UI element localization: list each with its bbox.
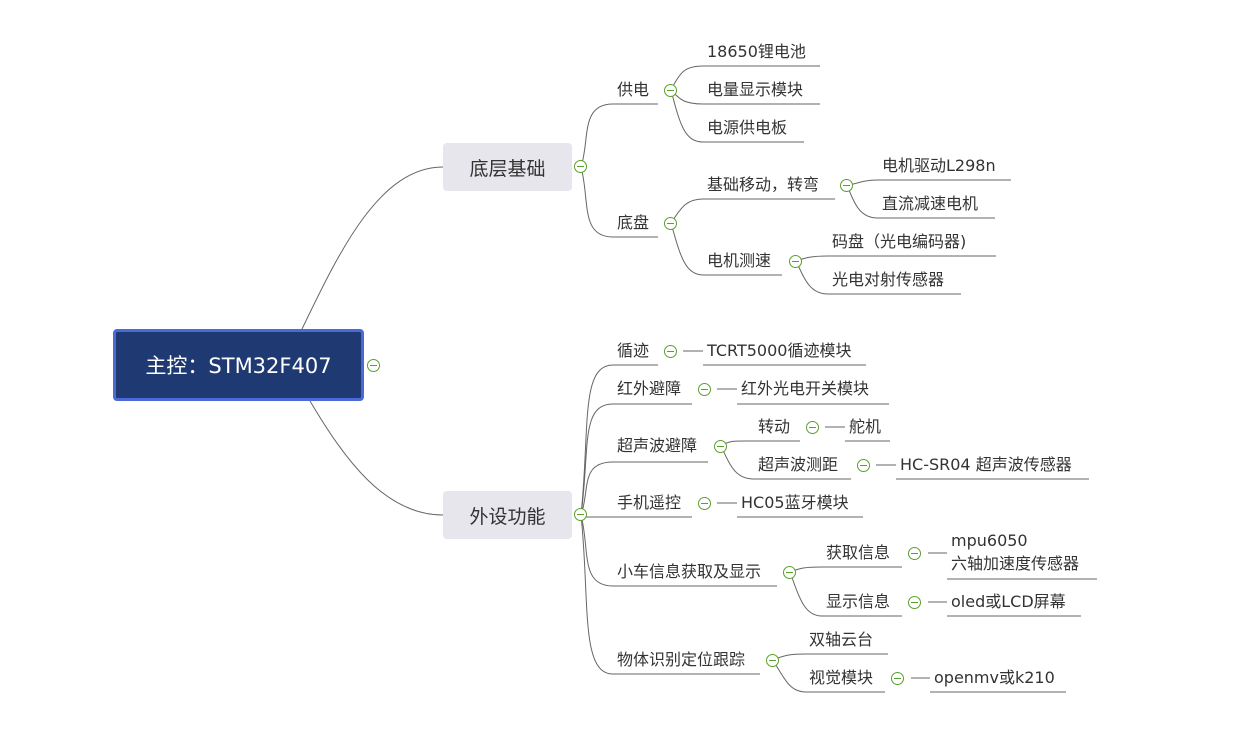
- topic-show[interactable]: 显示信息: [826, 592, 891, 611]
- topic-bluetooth[interactable]: HC05蓝牙模块: [741, 493, 849, 512]
- collapse-icon[interactable]: [840, 179, 853, 192]
- topic-photo-sensor[interactable]: 光电对射传感器: [832, 270, 945, 289]
- topic-ir-avoid[interactable]: 红外避障: [617, 379, 682, 398]
- topic-motor-driver[interactable]: 电机驱动L298n: [882, 156, 996, 175]
- topic-speed[interactable]: 电机测速: [707, 251, 772, 270]
- topic-vision[interactable]: 物体识别定位跟踪: [617, 650, 746, 669]
- topic-mpu6050[interactable]: mpu6050: [951, 531, 1028, 550]
- collapse-icon[interactable]: [367, 359, 380, 372]
- collapse-icon[interactable]: [698, 383, 711, 396]
- topic-chassis[interactable]: 底盘: [617, 213, 650, 232]
- topic-movement[interactable]: 基础移动，转弯: [707, 175, 820, 194]
- topic-power-board[interactable]: 电源供电板: [707, 118, 788, 137]
- topic-openmv[interactable]: openmv或k210: [934, 668, 1055, 687]
- topic-foundation-label: 底层基础: [469, 157, 546, 180]
- collapse-icon[interactable]: [574, 160, 587, 173]
- collapse-icon[interactable]: [908, 596, 921, 609]
- topic-foundation[interactable]: 底层基础: [443, 143, 572, 191]
- topic-peripherals-label: 外设功能: [469, 505, 546, 528]
- topic-acquire[interactable]: 获取信息: [826, 543, 891, 562]
- collapse-icon[interactable]: [891, 672, 904, 685]
- collapse-icon[interactable]: [714, 440, 727, 453]
- topic-hcsr04[interactable]: HC-SR04 超声波传感器: [900, 455, 1072, 474]
- root-topic[interactable]: 主控：STM32F407: [113, 329, 364, 401]
- root-topic-label: 主控：STM32F407: [145, 354, 332, 378]
- topic-ir-module[interactable]: 红外光电开关模块: [741, 379, 870, 398]
- topic-peripherals[interactable]: 外设功能: [443, 491, 572, 539]
- collapse-icon[interactable]: [766, 654, 779, 667]
- topic-info[interactable]: 小车信息获取及显示: [617, 562, 762, 581]
- collapse-icon[interactable]: [698, 497, 711, 510]
- topic-battery[interactable]: 18650锂电池: [707, 42, 806, 61]
- topic-gimbal[interactable]: 双轴云台: [809, 630, 874, 649]
- collapse-icon[interactable]: [857, 459, 870, 472]
- topic-imu[interactable]: 六轴加速度传感器: [951, 554, 1080, 573]
- collapse-icon[interactable]: [789, 255, 802, 268]
- collapse-icon[interactable]: [806, 421, 819, 434]
- topic-power[interactable]: 供电: [617, 80, 650, 99]
- topic-tracking-module[interactable]: TCRT5000循迹模块: [707, 341, 852, 360]
- collapse-icon[interactable]: [783, 566, 796, 579]
- topic-screen[interactable]: oled或LCD屏幕: [951, 592, 1066, 611]
- topic-vision-module[interactable]: 视觉模块: [809, 668, 874, 687]
- collapse-icon[interactable]: [664, 217, 677, 230]
- topic-rotate[interactable]: 转动: [758, 417, 791, 436]
- collapse-icon[interactable]: [574, 508, 587, 521]
- topic-dc-motor[interactable]: 直流减速电机: [882, 194, 979, 213]
- topic-servo[interactable]: 舵机: [849, 417, 882, 436]
- collapse-icon[interactable]: [664, 345, 677, 358]
- topic-remote[interactable]: 手机遥控: [617, 493, 682, 512]
- topic-tracking[interactable]: 循迹: [617, 341, 650, 360]
- collapse-icon[interactable]: [908, 547, 921, 560]
- topic-encoder[interactable]: 码盘（光电编码器): [832, 232, 967, 251]
- collapse-icon[interactable]: [664, 84, 677, 97]
- topic-ranging[interactable]: 超声波测距: [758, 455, 839, 474]
- topic-battery-display[interactable]: 电量显示模块: [707, 80, 804, 99]
- topic-ultrasonic-avoid[interactable]: 超声波避障: [617, 436, 698, 455]
